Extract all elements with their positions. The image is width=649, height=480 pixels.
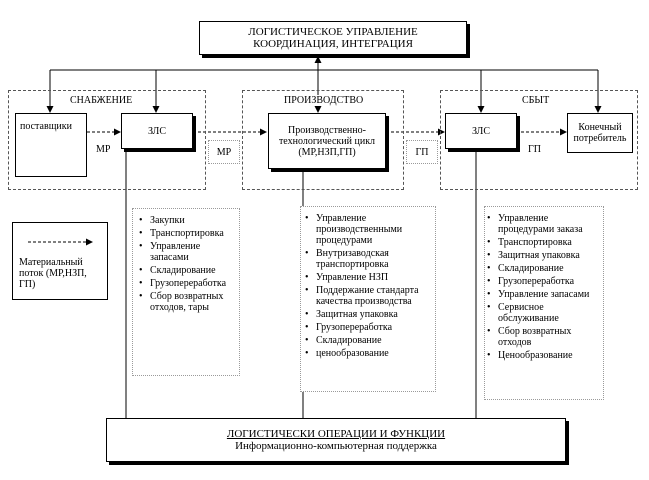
supply-function-item: Складирование [139,265,235,276]
sales-function-item: Транспортировка [487,237,601,248]
bottom-title-line2: Информационно-компьютерная поддержка [235,440,437,452]
flow-label-gp-1: ГП [415,146,429,158]
consumer-box: Конечный потребитель [567,113,633,153]
production-section [242,90,404,190]
logistics-operations-box: ЛОГИСТИЧЕСКИ ОПЕРАЦИИ И ФУНКЦИИ Информац… [106,418,566,462]
legend-box [12,222,108,300]
production-function-item: Управление НЗП [305,272,431,283]
sales-function-item: Управление процедурами заказа [487,213,601,235]
zls-supply-label: ЗЛС [147,125,167,137]
bottom-title-line1: ЛОГИСТИЧЕСКИ ОПЕРАЦИИ И ФУНКЦИИ [226,428,446,440]
flow-label-mr-2: МР [216,146,232,158]
sales-function-item: Сервисное обслуживание [487,302,601,324]
production-cycle-box: Производственно-технологический цикл (МР… [268,113,386,169]
production-function-item: Внутризаводская транспортировка [305,248,431,270]
sales-function-item: Грузопереработка [487,276,601,287]
supply-section-label: СНАБЖЕНИЕ [68,95,135,106]
supply-function-item: Сбор возвратных отходов, тары [139,291,235,313]
top-title-line2: КООРДИНАЦИЯ, ИНТЕГРАЦИЯ [253,38,413,50]
production-function-item: ценообразование [305,348,431,359]
sales-function-item: Управление запасами [487,289,601,300]
suppliers-label: поставщики [20,121,72,132]
sales-function-item: Складирование [487,263,601,274]
sales-function-item: Защитная упаковка [487,250,601,261]
production-function-item: Складирование [305,335,431,346]
production-function-item: Грузопереработка [305,322,431,333]
flow-label-mr-1: МР [96,144,111,155]
production-section-label: ПРОИЗВОДСТВО [282,95,366,106]
production-function-item: Управление производственными процедурами [305,213,431,246]
zls-sales-label: ЗЛС [471,125,491,137]
supply-function-item: Транспортировка [139,228,235,239]
consumer-label: Конечный потребитель [573,122,627,144]
zls-sales-box: ЗЛС [445,113,517,149]
supply-functions: ЗакупкиТранспортировкаУправление запасам… [132,208,240,376]
sales-function-item: Сбор возвратных отходов [487,326,601,348]
sales-section [440,90,638,190]
production-cycle-label: Производственно-технологический цикл (МР… [278,124,376,158]
flow-label-gp-1-box: ГП [406,140,438,164]
sales-function-item: Ценообразование [487,350,601,361]
legend-text: Материальный поток (МР,НЗП, ГП) [19,257,87,290]
production-functions: Управление производственными процедурами… [300,206,436,392]
flow-label-mr-2-box: МР [208,140,240,164]
sales-section-label: СБЫТ [520,95,552,106]
sales-functions: Управление процедурами заказаТранспортир… [484,206,604,400]
production-function-item: Поддержание стандарта качества производс… [305,285,431,307]
suppliers-box: поставщики [15,113,87,177]
zls-supply-box: ЗЛС [121,113,193,149]
supply-function-item: Управление запасами [139,241,235,263]
supply-section [8,90,206,190]
production-function-item: Защитная упаковка [305,309,431,320]
flow-label-gp-2: ГП [528,144,542,155]
logistics-management-box: ЛОГИСТИЧЕСКОЕ УПРАВЛЕНИЕ КООРДИНАЦИЯ, ИН… [199,21,467,55]
supply-function-item: Грузопереработка [139,278,235,289]
top-title-line1: ЛОГИСТИЧЕСКОЕ УПРАВЛЕНИЕ [248,26,418,38]
supply-function-item: Закупки [139,215,235,226]
